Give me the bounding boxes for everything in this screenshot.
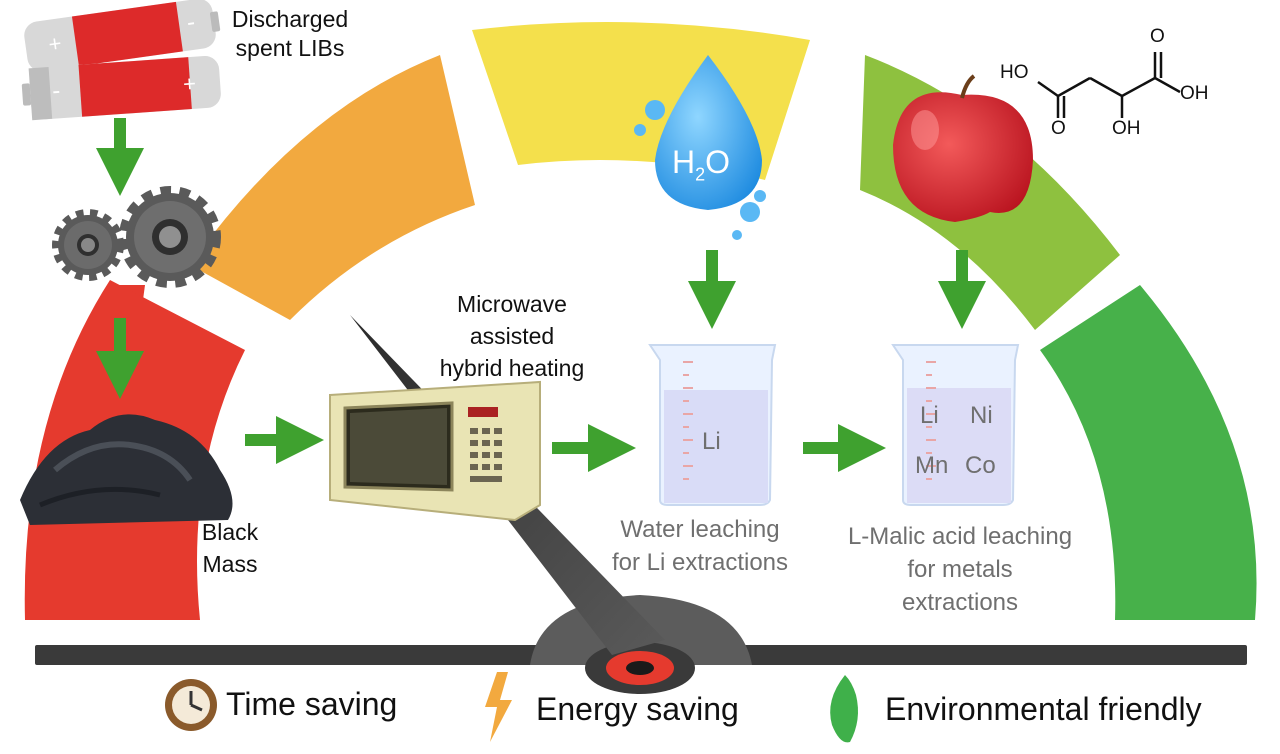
svg-text:-: -: [185, 9, 197, 37]
battery-icon: + - - +: [21, 0, 221, 121]
beaker-malic-ni: Ni: [970, 402, 993, 429]
water-drop-icon: [634, 55, 766, 240]
water-formula: H2O: [672, 144, 730, 185]
svg-text:+: +: [182, 71, 197, 97]
legend-energy-saving: Energy saving: [536, 691, 739, 727]
svg-text:+: +: [47, 30, 63, 57]
gear-icon: [52, 186, 221, 288]
molecule-label-o-left: O: [1051, 118, 1066, 139]
water-formula-o: O: [705, 144, 731, 180]
leaf-icon: [830, 675, 858, 743]
molecule-label-ho: HO: [1000, 62, 1029, 83]
label-malic-leaching: L-Malic acid leaching for metals extract…: [847, 523, 1073, 616]
molecule-label-oh-right: OH: [1180, 83, 1209, 104]
water-formula-sub: 2: [695, 164, 706, 185]
water-formula-h: H: [672, 144, 696, 180]
label-microwave: Microwave assisted hybrid heating: [439, 291, 585, 381]
beaker-malic-co: Co: [965, 452, 996, 479]
molecule-label-o-top: O: [1150, 26, 1165, 47]
beaker-malic-mn: Mn: [915, 452, 949, 479]
svg-text:-: -: [51, 77, 61, 104]
beaker-water-icon: [648, 344, 777, 506]
beaker-water-li: Li: [702, 428, 721, 455]
molecule-label-oh-mid: OH: [1112, 118, 1141, 139]
lightning-icon: [485, 672, 512, 742]
microwave-icon: [329, 380, 541, 522]
beaker-malic-li: Li: [920, 402, 939, 429]
label-black-mass: Black Mass: [201, 519, 259, 577]
label-batteries: Discharged spent LIBs: [231, 6, 349, 61]
beaker-malic-icon: [891, 344, 1020, 506]
apple-icon: [893, 74, 1033, 222]
label-water-leaching: Water leaching for Li extractions: [611, 516, 789, 576]
gauge-segment-green: [1040, 285, 1257, 620]
legend-environmental-friendly: Environmental friendly: [885, 691, 1202, 727]
gauge-segment-orange: [190, 55, 475, 320]
legend-time-saving: Time saving: [226, 686, 398, 722]
clock-icon: [165, 679, 217, 731]
black-mass-pile: [20, 414, 233, 525]
malic-acid-molecule: [1037, 52, 1181, 118]
